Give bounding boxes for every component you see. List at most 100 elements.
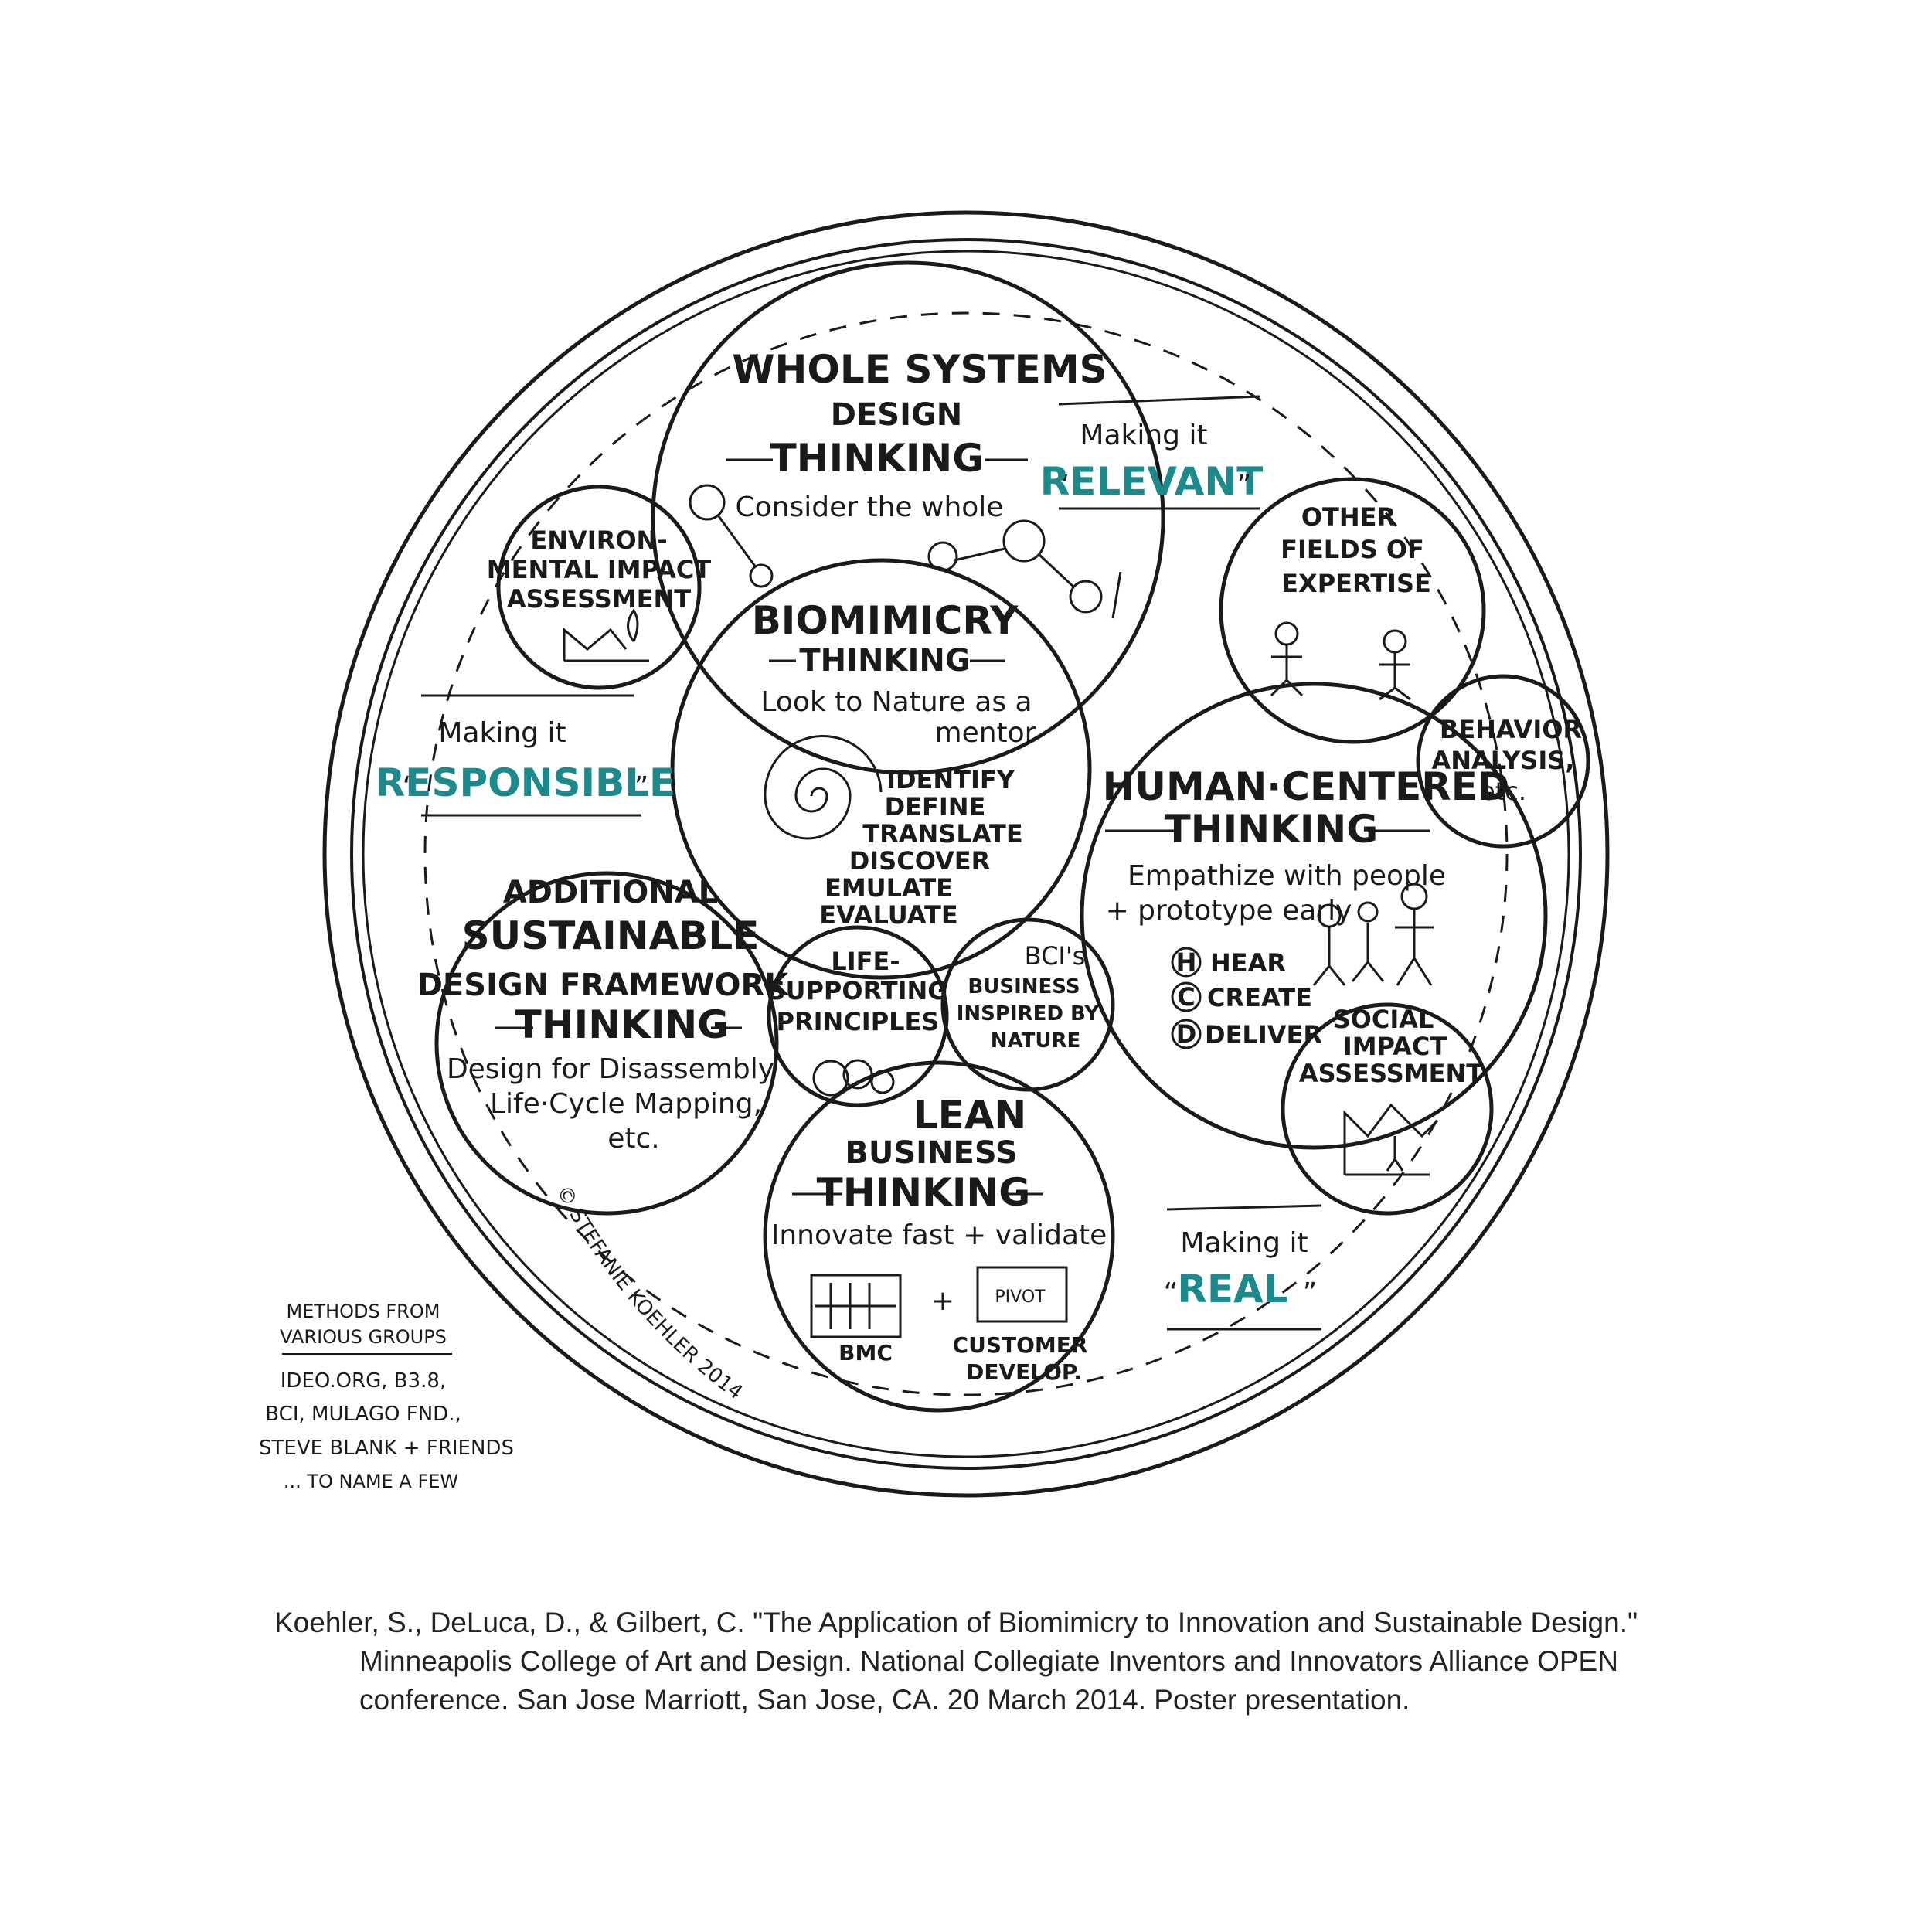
outer-rim-inner-2: [362, 250, 1570, 1458]
hcd-steps: H HEAR C CREATE D DELIVER: [1171, 947, 1322, 1049]
lean-description: Innovate fast + validate: [771, 1219, 1107, 1251]
person-landscape-icon: [1343, 1103, 1439, 1176]
biomimicry-step-5: EMULATE: [825, 873, 953, 903]
hcd-letter-c: C: [1177, 982, 1195, 1012]
lean-circle: [763, 1060, 1115, 1413]
biomimicry-desc-1: Look to Nature as a: [760, 686, 1032, 718]
lean-plus: +: [931, 1285, 954, 1317]
making-real-prefix: Making it: [1180, 1227, 1308, 1259]
hcd-letter-h: H: [1176, 947, 1197, 977]
life-supporting-line-1: LIFE-: [831, 947, 900, 976]
social-impact-circle: [1281, 1002, 1494, 1216]
additional-line-1: ADDITIONAL: [503, 875, 718, 910]
making-real-close-quote: ”: [1303, 1277, 1318, 1309]
biomimicry-thinking: THINKING: [799, 643, 970, 679]
lean-thinking: THINKING: [817, 1170, 1031, 1215]
methods-line-2: VARIOUS GROUPS: [280, 1326, 447, 1348]
behavior-circle: [1416, 674, 1590, 849]
outer-rim: [322, 210, 1610, 1498]
bci-line-1: BCI's: [1025, 941, 1086, 971]
whole-systems-thinking: THINKING: [770, 436, 985, 481]
whole-systems-description: Consider the whole: [736, 492, 1004, 523]
making-responsible-open-quote: “: [403, 771, 417, 803]
methods-note: METHODS FROM VARIOUS GROUPS IDEO.ORG, B3…: [259, 1301, 514, 1492]
systems-nodes-icon: [689, 484, 1122, 619]
behavior-line-1: BEHAVIOR: [1440, 715, 1582, 744]
making-responsible-prefix: Making it: [438, 717, 566, 749]
additional-desc-2: Life·Cycle Mapping,: [490, 1088, 762, 1120]
biomimicry-title: BIOMIMICRY: [752, 598, 1019, 643]
other-fields-line-1: OTHER: [1301, 502, 1396, 532]
people-icon: [1270, 621, 1411, 701]
additional-desc-3: etc.: [607, 1123, 660, 1155]
other-fields-circle: [1219, 477, 1486, 744]
additional-sustainable-circle: [434, 871, 779, 1216]
biomimicry-desc-2: mentor: [935, 717, 1036, 749]
human-centered-desc-1: Empathize with people: [1128, 860, 1446, 892]
environmental-line-3: ASSESSMENT: [507, 584, 691, 614]
hcd-letter-d: D: [1176, 1019, 1197, 1049]
social-impact-line-3: ASSESSMENT: [1299, 1059, 1483, 1088]
citation-line-1: Koehler, S., DeLuca, D., & Gilbert, C. "…: [274, 1607, 1638, 1638]
outer-rim-inner: [350, 238, 1582, 1470]
life-supporting-line-2: SUPPORTING: [767, 976, 947, 1005]
methods-line-6: ... TO NAME A FEW: [284, 1471, 458, 1492]
methods-line-4: BCI, MULAGO FND.,: [265, 1403, 461, 1426]
pivot-icon: [976, 1266, 1068, 1323]
methods-line-1: METHODS FROM: [287, 1301, 440, 1322]
additional-desc-1: Design for Disassembly: [447, 1053, 774, 1085]
life-supporting-circle: [767, 925, 949, 1107]
human-centered-desc-2: + prototype early: [1106, 895, 1352, 927]
customer-line-2: DEVELOP.: [966, 1359, 1082, 1385]
citation-line-3: conference. San Jose Marriott, San Jose,…: [359, 1684, 1410, 1716]
bci-circle: [940, 917, 1115, 1092]
hcd-word-hear: HEAR: [1210, 948, 1286, 978]
bci-line-2: BUSINESS: [968, 975, 1080, 998]
customer-line-1: CUSTOMER: [953, 1332, 1088, 1358]
hcd-word-create: CREATE: [1207, 983, 1312, 1012]
human-centered-thinking: THINKING: [1165, 807, 1379, 852]
citation: Koehler, S., DeLuca, D., & Gilbert, C. "…: [274, 1604, 1743, 1719]
making-real-word: REAL: [1177, 1267, 1287, 1311]
behavior-line-2: ANALYSIS,: [1431, 746, 1574, 775]
citation-line-2: Minneapolis College of Art and Design. N…: [359, 1645, 1618, 1677]
additional-line-2: SUSTAINABLE: [462, 913, 760, 958]
environmental-impact-circle: [496, 485, 702, 690]
other-fields-line-3: EXPERTISE: [1281, 569, 1431, 598]
biomimicry-circle: [670, 558, 1092, 980]
human-centered-circle: [1080, 682, 1548, 1150]
dashed-ring: [423, 311, 1509, 1396]
methods-line-3: IDEO.ORG, B3.8,: [281, 1369, 446, 1393]
making-relevant-word: RELEVANT: [1040, 459, 1264, 504]
people-group-icon: [1312, 883, 1434, 986]
social-impact-line-1: SOCIAL: [1333, 1005, 1434, 1034]
pivot-label: PIVOT: [995, 1287, 1046, 1307]
making-responsible-word: RESPONSIBLE: [376, 760, 675, 805]
bmc-label: BMC: [838, 1340, 893, 1366]
spiral-shell-icon: [764, 734, 883, 840]
biomimicry-step-6: EVALUATE: [819, 900, 957, 930]
bci-line-3: INSPIRED BY: [957, 1002, 1100, 1026]
making-relevant-prefix: Making it: [1080, 420, 1207, 451]
making-responsible-close-quote: ”: [634, 771, 649, 803]
lean-business: BUSINESS: [845, 1135, 1017, 1171]
landscape-icon: [563, 608, 649, 662]
biomimicry-step-1: IDENTIFY: [886, 765, 1015, 794]
other-fields-line-2: FIELDS OF: [1281, 535, 1424, 564]
social-impact-line-2: IMPACT: [1343, 1032, 1447, 1061]
bmc-canvas-icon: [810, 1274, 902, 1338]
whole-systems-title: WHOLE SYSTEMS: [732, 347, 1107, 392]
making-real-open-quote: “: [1164, 1277, 1179, 1309]
methods-line-5: STEVE BLANK + FRIENDS: [259, 1437, 514, 1460]
biomimicry-step-4: DISCOVER: [849, 846, 991, 876]
biomimicry-step-2: DEFINE: [885, 792, 986, 821]
lean-title: LEAN: [913, 1093, 1027, 1138]
additional-line-3: DESIGN FRAMEWORK: [417, 968, 791, 1003]
making-relevant-close-quote: ”: [1237, 470, 1252, 502]
making-relevant-open-quote: “: [1056, 470, 1070, 502]
whole-systems-design: DESIGN: [831, 397, 963, 433]
additional-thinking: THINKING: [515, 1002, 730, 1047]
environmental-line-1: ENVIRON-: [530, 526, 667, 555]
biomimicry-step-3: TRANSLATE: [862, 819, 1022, 849]
